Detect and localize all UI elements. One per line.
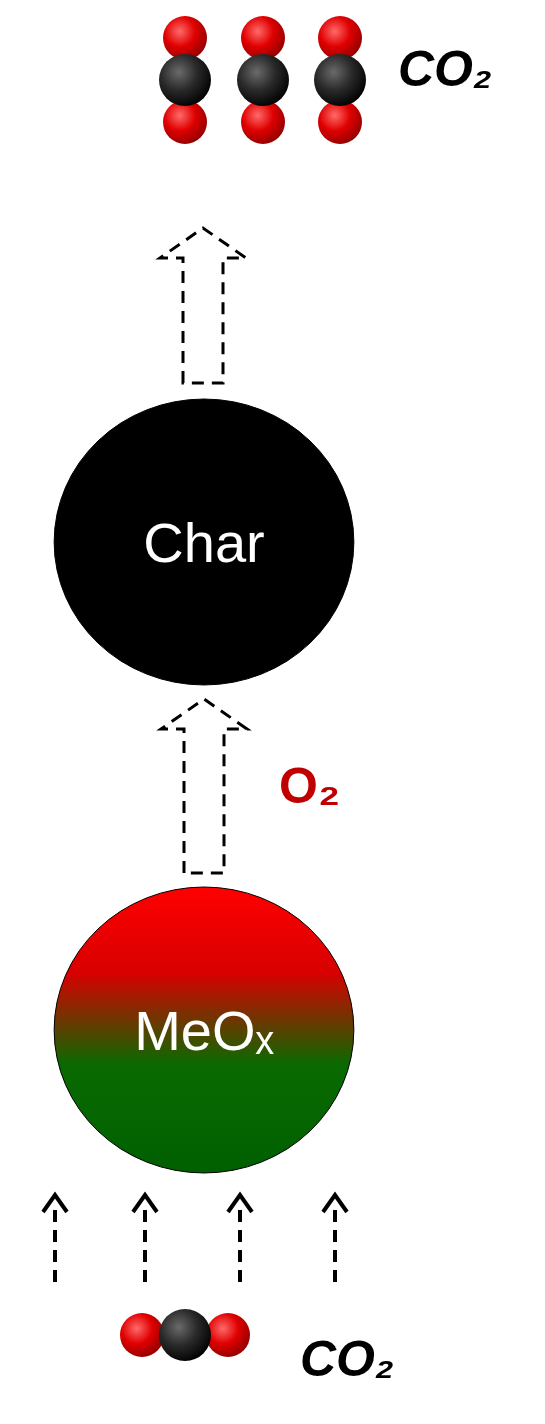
oxide-circle: MeOₓ [52, 885, 356, 1175]
node-label: Char [143, 510, 264, 575]
edge-label: O₂ [277, 757, 342, 815]
node-label: MeOₓ [134, 998, 274, 1063]
flow-arrows [43, 1195, 347, 1282]
hollow-arrow [161, 699, 247, 873]
char-circle: Char [52, 397, 356, 687]
hollow-arrow [160, 228, 246, 383]
co2-molecule [120, 1309, 250, 1361]
molecule-label: CO₂ [398, 40, 492, 98]
co2-molecules [159, 16, 366, 144]
molecule-label: CO₂ [300, 1330, 394, 1388]
